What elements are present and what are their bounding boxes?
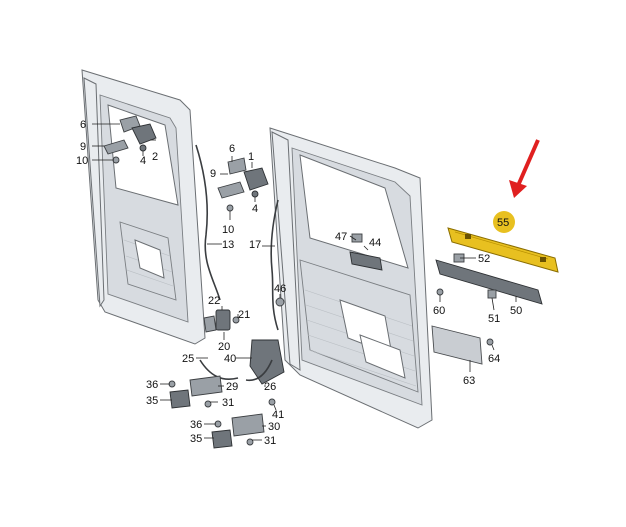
label-9: 9 (210, 168, 216, 180)
part-55-highlight-strip (447, 227, 559, 273)
label-20: 20 (218, 341, 230, 353)
rod-13 (195, 144, 221, 301)
label-35: 35 (146, 395, 158, 407)
label-4: 4 (140, 155, 146, 167)
label-21: 21 (238, 309, 250, 321)
label-46: 46 (274, 283, 286, 295)
leader-lines (92, 123, 517, 441)
right-door-panel (269, 127, 433, 429)
lower-left-lock-parts (199, 309, 285, 385)
label-55: 55 (497, 217, 509, 229)
callout-labels: 6 9 10 4 2 6 1 9 4 10 13 17 47 44 46 22 … (76, 119, 522, 447)
label-2: 2 (152, 151, 158, 163)
label-64: 64 (488, 353, 500, 365)
label-36: 36 (190, 419, 202, 431)
label-31: 31 (264, 435, 276, 447)
label-41: 41 (272, 409, 284, 421)
label-6: 6 (229, 143, 235, 155)
label-44: 44 (369, 237, 381, 249)
label-17: 17 (249, 239, 261, 251)
lower-hinge-upper (168, 375, 223, 409)
label-35: 35 (190, 433, 202, 445)
label-30: 30 (268, 421, 280, 433)
label-10: 10 (222, 224, 234, 236)
part-55-badge (493, 211, 515, 233)
label-10: 10 (76, 155, 88, 167)
label-22: 22 (208, 295, 220, 307)
label-60: 60 (433, 305, 445, 317)
highlight-arrow (509, 139, 540, 198)
label-13: 13 (222, 239, 234, 251)
label-9: 9 (80, 141, 86, 153)
part-63-plate (431, 325, 494, 365)
lower-hinge-lower (211, 398, 276, 449)
label-31: 31 (222, 397, 234, 409)
clip-60 (436, 288, 444, 296)
grommet-46 (275, 297, 285, 307)
centre-upper-bracket (217, 157, 269, 212)
label-26: 26 (264, 381, 276, 393)
label-47: 47 (335, 231, 347, 243)
label-52: 52 (478, 253, 490, 265)
label-4: 4 (252, 203, 258, 215)
label-50: 50 (510, 305, 522, 317)
label-63: 63 (463, 375, 475, 387)
left-upper-bracket (103, 115, 157, 164)
label-36: 36 (146, 379, 158, 391)
label-40: 40 (224, 353, 236, 365)
label-1: 1 (248, 151, 254, 163)
label-51: 51 (488, 313, 500, 325)
label-29: 29 (226, 381, 238, 393)
inner-handle-44 (349, 233, 383, 271)
label-25: 25 (182, 353, 194, 365)
label-6: 6 (80, 119, 86, 131)
rod-17 (270, 199, 279, 331)
left-door-panel (81, 69, 206, 345)
